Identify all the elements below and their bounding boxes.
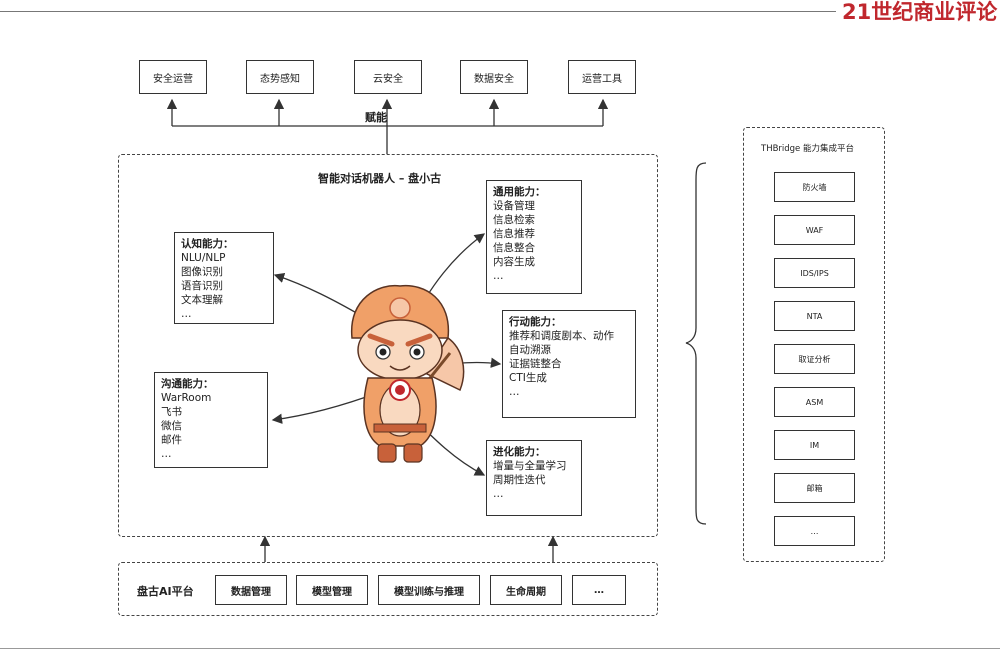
ability-item: 信息整合 xyxy=(493,242,535,254)
mascot-illustration xyxy=(351,284,465,463)
cognition-ability-box: 认知能力： NLU/NLP 图像识别 语音识别 文本理解 … xyxy=(174,232,274,324)
ability-item: … xyxy=(181,308,192,320)
thbridge-item: 邮箱 xyxy=(774,473,855,503)
module-box: 态势感知 xyxy=(246,60,314,94)
ability-item: 推荐和调度剧本、动作 xyxy=(509,330,614,342)
ability-title: 认知能力： xyxy=(181,238,234,250)
ability-item: 内容生成 xyxy=(493,256,535,268)
top-rule xyxy=(0,11,836,12)
thbridge-item: IDS/IPS xyxy=(774,258,855,288)
ability-item: 微信 xyxy=(161,420,182,432)
ability-item: … xyxy=(161,448,172,460)
ability-item: NLU/NLP xyxy=(181,252,226,264)
ability-item: 证据链整合 xyxy=(509,358,562,370)
thbridge-item: WAF xyxy=(774,215,855,245)
platform-item: 模型训练与推理 xyxy=(378,575,480,605)
ability-item: … xyxy=(493,270,504,282)
platform-container xyxy=(118,562,658,616)
ability-item: 周期性迭代 xyxy=(493,474,546,486)
thbridge-container xyxy=(743,127,885,562)
ability-title: 进化能力： xyxy=(493,446,546,458)
platform-title: 盘古AI平台 xyxy=(137,585,194,598)
platform-item: 数据管理 xyxy=(215,575,287,605)
ability-item: WarRoom xyxy=(161,392,212,404)
bottom-rule xyxy=(0,648,1000,649)
ability-item: 信息检索 xyxy=(493,214,535,226)
thbridge-item: ASM xyxy=(774,387,855,417)
ability-item: … xyxy=(493,488,504,500)
ability-title: 行动能力： xyxy=(509,316,562,328)
ability-title: 通用能力： xyxy=(493,186,546,198)
ability-item: 邮件 xyxy=(161,434,182,446)
ability-item: 设备管理 xyxy=(493,200,535,212)
action-ability-box: 行动能力： 推荐和调度剧本、动作 自动溯源 证据链整合 CTI生成 … xyxy=(502,310,636,418)
ability-item: CTI生成 xyxy=(509,372,547,384)
module-box: 运营工具 xyxy=(568,60,636,94)
module-box: 安全运营 xyxy=(139,60,207,94)
general-ability-box: 通用能力： 设备管理 信息检索 信息推荐 信息整合 内容生成 … xyxy=(486,180,582,294)
robot-title: 智能对话机器人 – 盘小古 xyxy=(318,172,442,185)
ability-item: 图像识别 xyxy=(181,266,223,278)
thbridge-title: THBridge 能力集成平台 xyxy=(761,144,854,154)
module-box: 数据安全 xyxy=(460,60,528,94)
ability-item: 飞书 xyxy=(161,406,182,418)
ability-item: 增量与全量学习 xyxy=(493,460,567,472)
platform-item: … xyxy=(572,575,626,605)
thbridge-item: NTA xyxy=(774,301,855,331)
brand-logo: 21世纪商业评论 xyxy=(842,0,998,24)
thbridge-item: 防火墙 xyxy=(774,172,855,202)
thbridge-item: 取证分析 xyxy=(774,344,855,374)
evolution-ability-box: 进化能力： 增量与全量学习 周期性迭代 … xyxy=(486,440,582,516)
ability-title: 沟通能力： xyxy=(161,378,214,390)
communication-ability-box: 沟通能力： WarRoom 飞书 微信 邮件 … xyxy=(154,372,268,468)
thbridge-item: … xyxy=(774,516,855,546)
ability-item: 语音识别 xyxy=(181,280,223,292)
module-box: 云安全 xyxy=(354,60,422,94)
ability-item: 信息推荐 xyxy=(493,228,535,240)
platform-item: 模型管理 xyxy=(296,575,368,605)
robot-container xyxy=(118,154,658,537)
ability-item: … xyxy=(509,386,520,398)
platform-item: 生命周期 xyxy=(490,575,562,605)
thbridge-item: IM xyxy=(774,430,855,460)
ability-item: 文本理解 xyxy=(181,294,223,306)
empower-label: 赋能 xyxy=(365,111,387,124)
ability-item: 自动溯源 xyxy=(509,344,551,356)
